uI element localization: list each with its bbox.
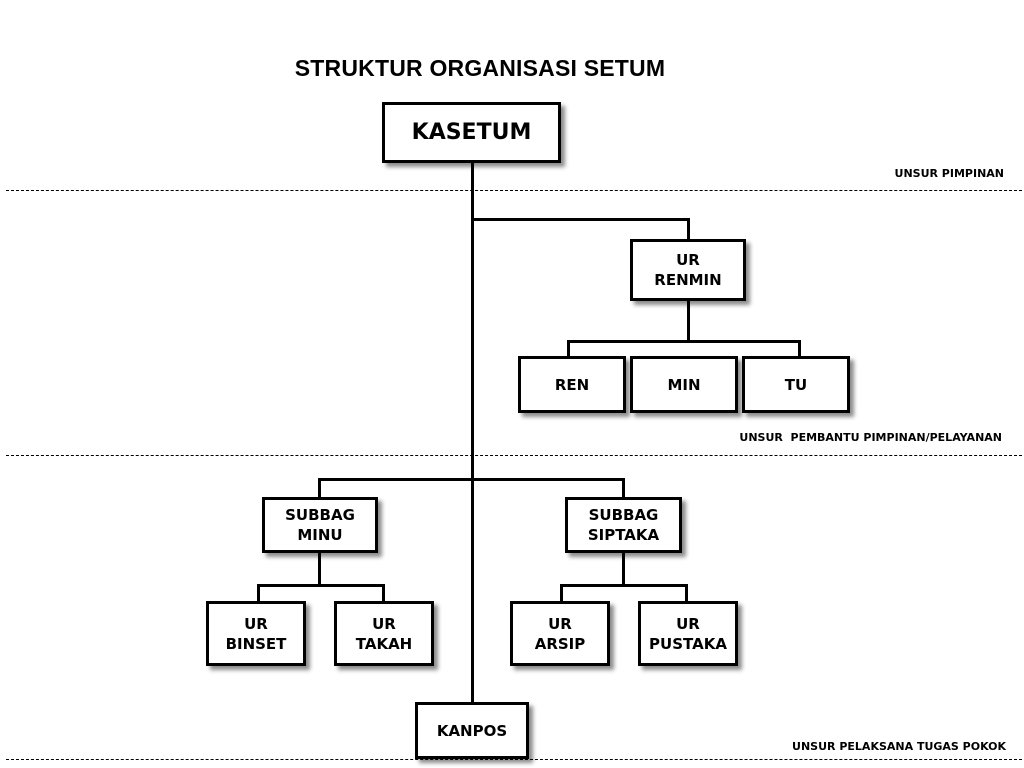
- connector-siptaka-children: [560, 584, 688, 587]
- node-tu-label: TU: [784, 375, 808, 394]
- node-min-label: MIN: [667, 375, 701, 394]
- level-label-pelaksana: UNSUR PELAKSANA TUGAS POKOK: [792, 740, 1006, 753]
- node-ren-label: REN: [554, 375, 590, 394]
- divider-pembantu: [6, 455, 1022, 456]
- connector-pustaka-drop: [685, 584, 688, 602]
- connector-minu-drop: [318, 478, 321, 498]
- divider-pimpinan: [6, 190, 1022, 191]
- connector-renmin-down: [687, 300, 690, 341]
- connector-binset-drop: [257, 584, 260, 602]
- node-kanpos: KANPOS: [415, 702, 529, 759]
- node-ur-takah-label: UR TAKAH: [355, 614, 413, 653]
- node-tu: TU: [742, 356, 850, 413]
- node-subbag-minu: SUBBAG MINU: [262, 497, 378, 553]
- connector-arsip-drop: [560, 584, 563, 602]
- chart-title: STRUKTUR ORGANISASI SETUM: [294, 55, 666, 81]
- connector-siptaka-down: [622, 552, 625, 586]
- connector-minu-down: [318, 552, 321, 586]
- node-kasetum: KASETUM: [382, 102, 561, 163]
- node-ur-binset-label: UR BINSET: [225, 614, 287, 653]
- connector-takah-drop: [382, 584, 385, 602]
- node-kasetum-label: KASETUM: [411, 119, 532, 145]
- connector-renmin-children: [567, 340, 801, 343]
- connector-main-trunk: [471, 162, 474, 704]
- connector-tu-drop: [798, 340, 801, 357]
- connector-to-renmin: [471, 218, 690, 221]
- node-ren: REN: [518, 356, 626, 413]
- node-ur-pustaka-label: UR PUSTAKA: [649, 614, 727, 653]
- divider-pelaksana: [6, 759, 1022, 760]
- node-subbag-minu-label: SUBBAG MINU: [285, 506, 355, 544]
- node-ur-pustaka: UR PUSTAKA: [638, 601, 738, 666]
- node-ur-arsip: UR ARSIP: [510, 601, 610, 666]
- node-subbag-siptaka-label: SUBBAG SIPTAKA: [587, 506, 660, 544]
- connector-ren-drop: [567, 340, 570, 357]
- node-ur-binset: UR BINSET: [206, 601, 306, 666]
- connector-minu-children: [257, 584, 385, 587]
- level-label-pembantu: UNSUR PEMBANTU PIMPINAN/PELAYANAN: [739, 431, 1002, 444]
- connector-renmin-drop: [687, 218, 690, 240]
- node-min: MIN: [630, 356, 738, 413]
- node-ur-renmin: UR RENMIN: [630, 239, 746, 301]
- connector-subbag-bar: [318, 478, 625, 481]
- node-kanpos-label: KANPOS: [436, 721, 508, 740]
- node-subbag-siptaka: SUBBAG SIPTAKA: [565, 497, 682, 553]
- level-label-pimpinan: UNSUR PIMPINAN: [894, 167, 1004, 180]
- node-ur-renmin-label: UR RENMIN: [654, 251, 722, 289]
- node-ur-takah: UR TAKAH: [334, 601, 434, 666]
- connector-siptaka-drop: [622, 478, 625, 498]
- node-ur-arsip-label: UR ARSIP: [534, 614, 586, 653]
